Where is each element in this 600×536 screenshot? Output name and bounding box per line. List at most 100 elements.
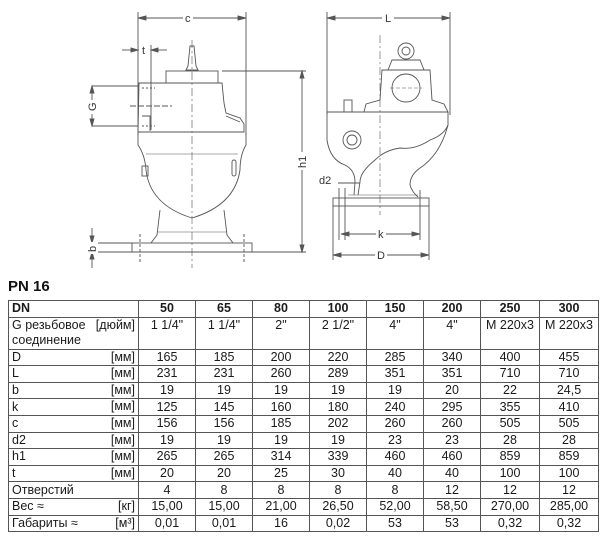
table-row: Отверстий 4 8 8 8 8 12 12 12	[8, 481, 599, 499]
table-cell: 8	[195, 481, 253, 499]
front-view	[89, 12, 306, 268]
dim-label-g: G	[87, 102, 99, 111]
table-cell: 160	[252, 398, 310, 416]
table-cell: 12	[423, 481, 481, 499]
row-label: Вес ≈ [кг]	[8, 497, 139, 516]
table-cell: 156	[195, 414, 253, 433]
row-label-text: Габариты ≈	[12, 515, 78, 530]
header-col: 200	[423, 300, 481, 318]
row-unit: [мм]	[110, 349, 135, 364]
row-unit: [мм]	[110, 415, 135, 430]
table-cell: 53	[366, 514, 424, 533]
table-cell: 265	[195, 448, 253, 466]
row-label-text: Вес ≈	[12, 499, 44, 514]
row-unit: [м³]	[115, 515, 135, 530]
dim-label-d2: d2	[319, 175, 331, 187]
table-cell: 26,50	[309, 497, 367, 516]
table-cell: 40	[423, 464, 481, 483]
table-cell: 19	[252, 431, 310, 450]
row-label-text: D	[12, 349, 22, 364]
dim-label-t: t	[142, 45, 145, 57]
table-cell: 295	[423, 398, 481, 416]
table-cell: 505	[480, 414, 540, 433]
row-label: h1 [мм]	[8, 448, 139, 466]
row-label: D [мм]	[8, 348, 139, 367]
table-cell: 339	[309, 448, 367, 466]
header-dn: DN	[8, 300, 139, 318]
row-label-text: h1	[12, 449, 26, 464]
table-cell: 410	[539, 398, 599, 416]
table-cell: 21,00	[252, 497, 310, 516]
row-label: Габариты ≈ [м³]	[8, 514, 139, 533]
table-cell: 23	[423, 431, 481, 450]
row-label-text: b	[12, 383, 19, 398]
table-cell: 8	[252, 481, 310, 499]
table-cell: 260	[252, 365, 310, 383]
table-cell: 455	[539, 348, 599, 367]
table-cell: 4	[138, 481, 196, 499]
table-cell: 2"	[252, 316, 310, 350]
table-cell: 19	[138, 431, 196, 450]
table-cell: 165	[138, 348, 196, 367]
table-cell: 125	[138, 398, 196, 416]
table-cell: 19	[366, 381, 424, 400]
table-row: d2 [мм] 19 19 19 19 23 23 28 28	[8, 431, 599, 450]
table-cell: 231	[138, 365, 196, 383]
row-label: G резьбовое соединение [дюйм]	[8, 316, 139, 350]
table-cell: 460	[366, 448, 424, 466]
table-row-g-thread: G резьбовое соединение [дюйм] 1 1/4" 1 1…	[8, 316, 599, 350]
row-unit: [мм]	[110, 399, 135, 414]
dim-label-k: k	[378, 229, 384, 241]
table-cell: 260	[366, 414, 424, 433]
table-cell: 710	[539, 365, 599, 383]
row-label-text: c	[12, 416, 19, 431]
row-label-text: d2	[12, 432, 26, 447]
table-cell: 19	[309, 381, 367, 400]
table-row: L [мм] 231 231 260 289 351 351 710 710	[8, 365, 599, 383]
technical-drawing: c t G h1 b L d2 k D	[87, 12, 451, 268]
header-col: 80	[252, 300, 310, 318]
table-cell: 30	[309, 464, 367, 483]
dim-label-l: L	[385, 13, 391, 25]
table-cell: M 220x3	[539, 316, 599, 350]
row-label: k [мм]	[8, 398, 139, 416]
table-cell: 20	[195, 464, 253, 483]
row-unit: [мм]	[110, 382, 135, 397]
table-cell: 505	[539, 414, 599, 433]
row-unit: [мм]	[110, 465, 135, 480]
row-unit: [мм]	[110, 432, 135, 447]
table-cell: 202	[309, 414, 367, 433]
row-unit: [кг]	[118, 498, 135, 513]
table-cell: 355	[480, 398, 540, 416]
table-cell: 351	[366, 365, 424, 383]
row-label: d2 [мм]	[8, 431, 139, 450]
row-unit: [дюйм]	[95, 317, 135, 332]
table-cell: 40	[366, 464, 424, 483]
table-row: t [мм] 20 20 25 30 40 40 100 100	[8, 464, 599, 483]
table-row: h1 [мм] 265 265 314 339 460 460 859 859	[8, 448, 599, 466]
row-label-text: G резьбовое	[12, 317, 86, 332]
table-cell: 8	[309, 481, 367, 499]
table-cell: 340	[423, 348, 481, 367]
table-cell: 351	[423, 365, 481, 383]
table-row: b [мм] 19 19 19 19 19 20 22 24,5	[8, 381, 599, 400]
table-cell: 314	[252, 448, 310, 466]
table-cell: 19	[309, 431, 367, 450]
row-label: Отверстий	[8, 481, 139, 499]
table-cell: 100	[480, 464, 540, 483]
table-cell: 145	[195, 398, 253, 416]
table-cell: 15,00	[195, 497, 253, 516]
dim-label-d: D	[377, 250, 385, 262]
side-view	[326, 12, 451, 260]
table-cell: 0,02	[309, 514, 367, 533]
row-label-text: L	[12, 366, 19, 381]
table-cell: 1 1/4"	[195, 316, 253, 350]
table-cell: 1 1/4"	[138, 316, 196, 350]
row-label-text: t	[12, 466, 16, 481]
table-cell: 52,00	[366, 497, 424, 516]
header-col: 50	[138, 300, 196, 318]
table-cell: 289	[309, 365, 367, 383]
row-label: t [мм]	[8, 464, 139, 483]
table-cell: 270,00	[480, 497, 540, 516]
table-cell: 12	[480, 481, 540, 499]
